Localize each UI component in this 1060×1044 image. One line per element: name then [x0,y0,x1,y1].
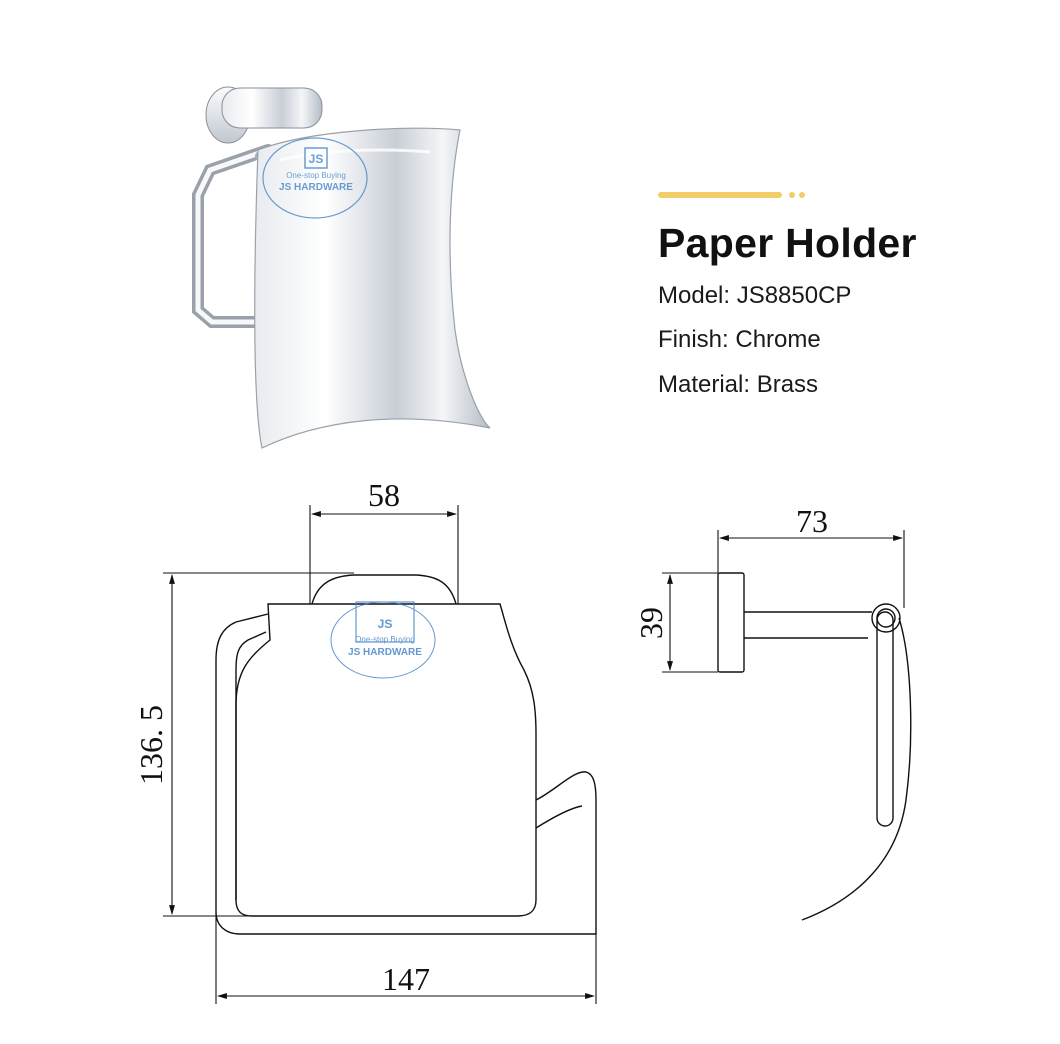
accent-decoration [658,192,818,200]
svg-text:JS HARDWARE: JS HARDWARE [279,182,353,193]
dimension-label-height: 136. 5 [133,705,169,785]
dimension-height [163,572,354,917]
watermark-brand: JS HARDWARE [348,647,422,658]
product-photo: JS One-stop Buying JS HARDWARE [192,86,491,449]
accent-dot [799,192,805,198]
dimension-base-height [662,572,718,673]
svg-text:JS: JS [309,152,324,166]
dimension-label-base-height: 39 [633,607,669,639]
drawing-watermark: JS One-stop Buying JS HARDWARE [330,601,436,679]
svg-text:One-stop Buying: One-stop Buying [286,171,346,180]
accent-bar [658,192,782,198]
dimension-width-top [309,505,459,604]
spec-model: Model: JS8850CP [658,282,852,309]
product-title: Paper Holder [658,220,917,266]
accent-dot [789,192,795,198]
watermark-tagline: One-stop Buying [355,635,415,644]
watermark-monogram: JS [378,617,393,631]
watermark-seal: JS One-stop Buying JS HARDWARE [262,137,368,219]
dimension-width-bottom [215,912,597,1004]
dimension-label-width-bottom: 147 [382,961,430,997]
front-view [215,574,597,935]
dimension-label-depth: 73 [796,503,828,539]
side-view [717,572,912,921]
dimension-label-width-top: 58 [368,477,400,513]
dimension-depth [717,530,905,608]
spec-material: Material: Brass [658,371,819,398]
technical-drawing: JS One-stop Buying JS HARDWARE 58 136. 5… [133,477,912,1004]
spec-finish: Finish: Chrome [658,326,821,353]
